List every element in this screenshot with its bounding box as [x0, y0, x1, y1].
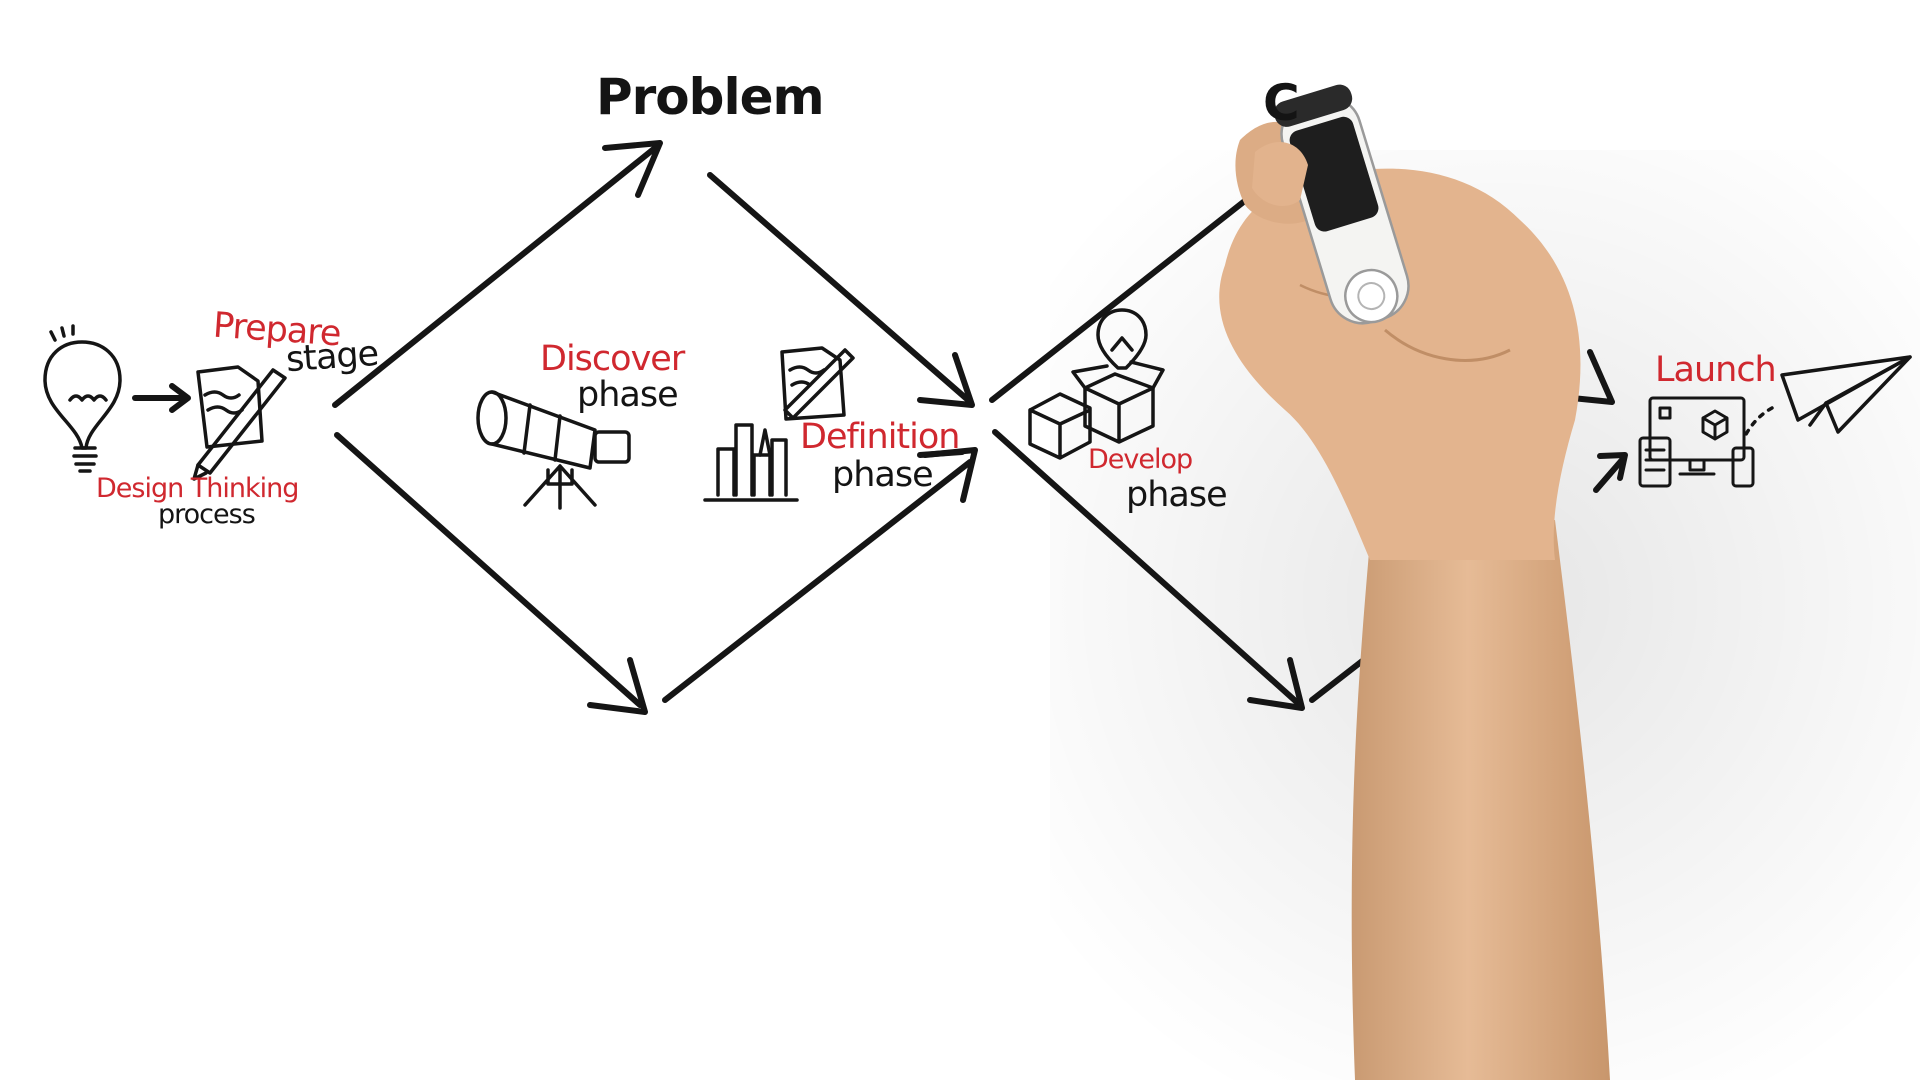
heading-problem: Problem: [596, 68, 825, 126]
label-definition-phase: phase: [832, 455, 934, 495]
chart-document-icon: [703, 346, 855, 502]
document-pen-icon: [192, 365, 287, 481]
arrow-bottom-to-center: [662, 459, 973, 703]
label-process: process: [158, 499, 256, 530]
label-discover-phase: phase: [577, 375, 679, 415]
hand-with-marker: [1219, 84, 1610, 1080]
arrowhead-center-top: [917, 352, 975, 408]
arrowhead-problem: [602, 140, 663, 198]
arrow-prepare-to-bottom: [334, 432, 643, 708]
arrowhead-launch-bottom: [1597, 452, 1628, 481]
label-definition: Definition: [800, 417, 960, 457]
devices-icon: [1638, 396, 1755, 488]
label-develop-phase: phase: [1126, 475, 1228, 515]
heading-solution-partial: C: [1263, 74, 1300, 132]
telescope-icon: [476, 390, 631, 510]
arrowhead-bottom-left: [587, 657, 648, 715]
arrowhead-bottom-right: [1247, 657, 1305, 711]
label-discover: Discover: [540, 339, 685, 379]
arrow-center-to-solution: [989, 182, 1268, 403]
label-develop: Develop: [1088, 444, 1193, 475]
label-launch: Launch: [1655, 350, 1777, 390]
box-lightbulb-icon: [1028, 308, 1165, 460]
arrow-center-to-bottom-right: [992, 429, 1303, 708]
arrow-problem-to-center: [707, 172, 971, 403]
arrowhead-launch-top: [1569, 349, 1615, 405]
lightbulb-icon: [43, 324, 122, 473]
label-stage: stage: [284, 333, 380, 381]
label-design-thinking: Design Thinking: [96, 473, 299, 504]
paper-plane-icon: [1742, 355, 1912, 440]
arrow-prepare-to-problem: [332, 145, 658, 408]
arrow-launch-bottom: [1593, 457, 1625, 493]
arrow-definition-short: [917, 449, 965, 458]
arrowhead-prepare: [169, 383, 191, 413]
